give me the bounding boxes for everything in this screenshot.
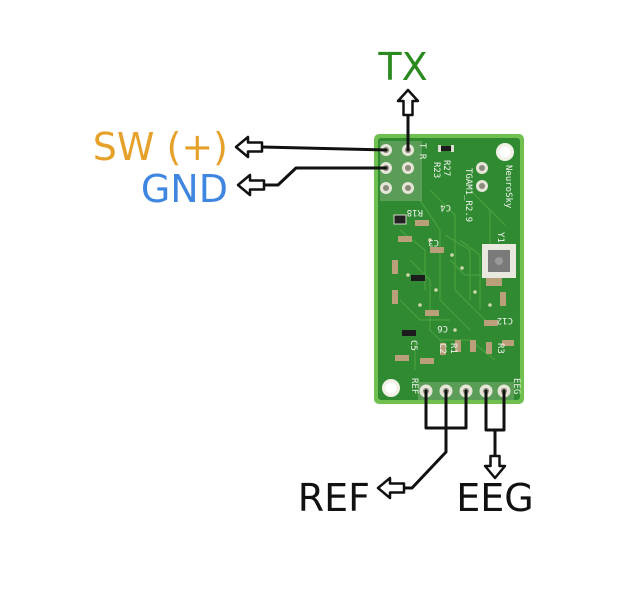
silk-pin-eeg: EEG: [511, 378, 521, 394]
sw-wire: [260, 145, 388, 152]
silk-pin-ref: REF: [409, 378, 419, 394]
label-gnd: GND: [141, 167, 228, 211]
silk-part-r3: R3: [495, 343, 505, 354]
gnd-wire: [262, 166, 388, 187]
silk-crystal: Y1: [495, 232, 505, 243]
silk-part-r23: R23: [431, 162, 441, 178]
eeg-wire: [484, 389, 506, 458]
silk-part-c3: C3: [428, 237, 439, 247]
label-eeg: EEG: [456, 476, 533, 520]
ref-arrow-icon: [376, 476, 406, 500]
silk-part-c12: C12: [497, 315, 513, 325]
silk-brand: NeuroSky: [503, 165, 513, 209]
ref-wire: [402, 389, 468, 490]
smd-components: [392, 145, 514, 364]
silk-pin-tr: T R: [417, 143, 427, 160]
pin-labels: TX SW (+) GND REF EEG: [93, 45, 534, 520]
silkscreen: NeuroSky TGAM1_R2.9 Y1 T R R27 R23 R18 C…: [407, 143, 521, 394]
silk-part-c5: C5: [408, 340, 418, 351]
sw-arrow-icon: [234, 135, 264, 159]
connection-wires: [260, 113, 506, 490]
crystal-y1: [482, 244, 516, 278]
silk-model: TGAM1_R2.9: [463, 168, 473, 222]
silk-part-c6: C6: [437, 323, 448, 333]
silk-part-r18: R18: [407, 207, 423, 217]
silk-part-c2: C2: [437, 343, 447, 354]
mounting-holes: [382, 143, 514, 397]
arrowheads: [234, 88, 507, 500]
tgam-board: NeuroSky TGAM1_R2.9 Y1 T R R27 R23 R18 C…: [374, 134, 524, 404]
silk-part-r27: R27: [441, 160, 451, 176]
silk-part-r1: R1: [448, 343, 458, 354]
label-sw: SW (+): [93, 125, 228, 169]
silk-part-c4: C4: [440, 202, 451, 212]
label-tx: TX: [377, 45, 427, 89]
gnd-arrow-icon: [236, 173, 266, 197]
tx-arrow-icon: [396, 88, 420, 117]
label-ref: REF: [298, 476, 370, 520]
eeg-arrow-icon: [483, 454, 507, 480]
